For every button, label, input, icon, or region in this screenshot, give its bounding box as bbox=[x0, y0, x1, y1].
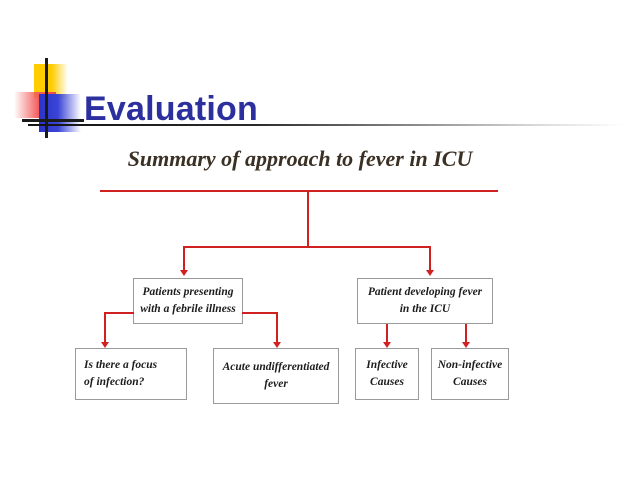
title-separator-rule bbox=[28, 124, 624, 126]
connector-to-node-n2 bbox=[429, 246, 431, 272]
node-label: Non-infective Causes bbox=[437, 359, 503, 388]
arrowhead-to-node-n5 bbox=[383, 342, 391, 348]
node-label: Patients presenting with a febrile illne… bbox=[140, 286, 236, 315]
flowchart-node-patients-presenting[interactable]: Patients presenting with a febrile illne… bbox=[133, 278, 243, 324]
decoration-vertical-bar bbox=[45, 58, 48, 138]
node-label: Acute undifferentiated fever bbox=[222, 361, 330, 390]
connector-to-node-n3 bbox=[104, 312, 106, 344]
flowchart-node-acute-undifferentiated-fever[interactable]: Acute undifferentiated fever bbox=[213, 348, 339, 404]
arrowhead-to-node-n2 bbox=[426, 270, 434, 276]
connector-n1-left-stub bbox=[104, 312, 134, 314]
connector-to-node-n6 bbox=[465, 324, 467, 344]
arrowhead-to-node-n6 bbox=[462, 342, 470, 348]
arrowhead-to-node-n4 bbox=[273, 342, 281, 348]
flowchart-node-patient-developing-fever[interactable]: Patient developing fever in the ICU bbox=[357, 278, 493, 324]
decoration-horizontal-bar bbox=[22, 119, 84, 122]
node-label: Infective Causes bbox=[366, 359, 408, 388]
connector-to-node-n5 bbox=[386, 324, 388, 344]
arrowhead-to-node-n1 bbox=[180, 270, 188, 276]
connector-to-node-n4 bbox=[276, 312, 278, 344]
connector-title-underline bbox=[100, 190, 498, 192]
flowchart-node-infective-causes[interactable]: Infective Causes bbox=[355, 348, 419, 400]
diagram-title: Summary of approach to fever in ICU bbox=[127, 146, 473, 171]
flowchart-node-non-infective-causes[interactable]: Non-infective Causes bbox=[431, 348, 509, 400]
connector-n1-right-stub bbox=[242, 312, 278, 314]
connector-root-drop bbox=[307, 190, 309, 248]
flowchart-node-focus-of-infection[interactable]: Is there a focus of infection? bbox=[75, 348, 187, 400]
page-title: Evaluation bbox=[84, 89, 258, 128]
node-label: Patient developing fever in the ICU bbox=[367, 286, 483, 315]
node-label: Is there a focus of infection? bbox=[84, 359, 158, 388]
connector-level1-split bbox=[183, 246, 431, 248]
arrowhead-to-node-n3 bbox=[101, 342, 109, 348]
connector-to-node-n1 bbox=[183, 246, 185, 272]
